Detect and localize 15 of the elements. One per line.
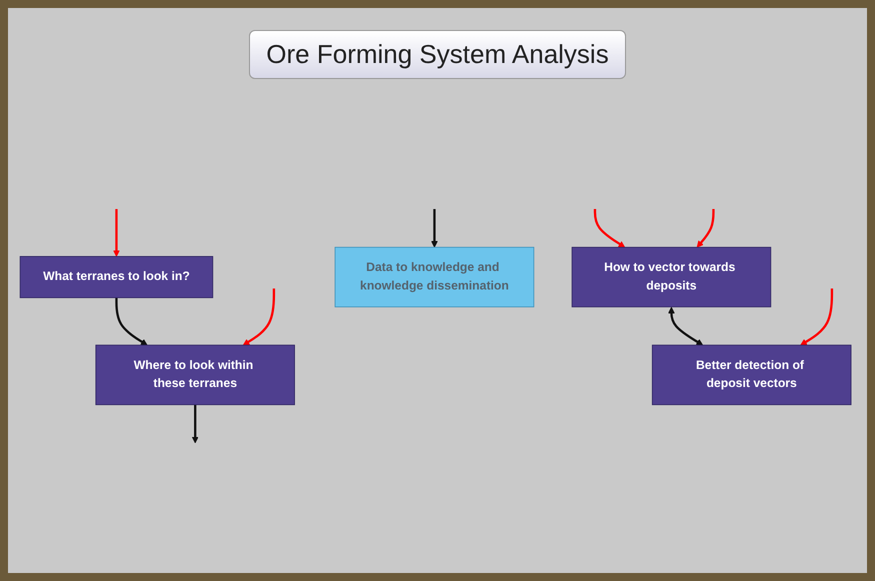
arrow — [431, 209, 438, 248]
process-box: What terranes to look in? — [20, 256, 214, 298]
arrow — [696, 209, 715, 248]
arrow — [115, 298, 148, 346]
arrow — [668, 306, 704, 346]
arrow — [800, 288, 834, 346]
process-box: How to vector towards deposits — [572, 246, 772, 308]
diagram-title: Ore Forming System Analysis — [249, 30, 626, 79]
arrow — [113, 209, 120, 257]
process-box: Data to knowledge and knowledge dissemination — [334, 246, 534, 308]
process-box: Where to look within these terranes — [95, 344, 295, 406]
arrow — [242, 288, 276, 346]
arrow — [192, 404, 199, 444]
arrow — [594, 209, 626, 248]
process-box: Better detection of deposit vectors — [652, 344, 852, 406]
